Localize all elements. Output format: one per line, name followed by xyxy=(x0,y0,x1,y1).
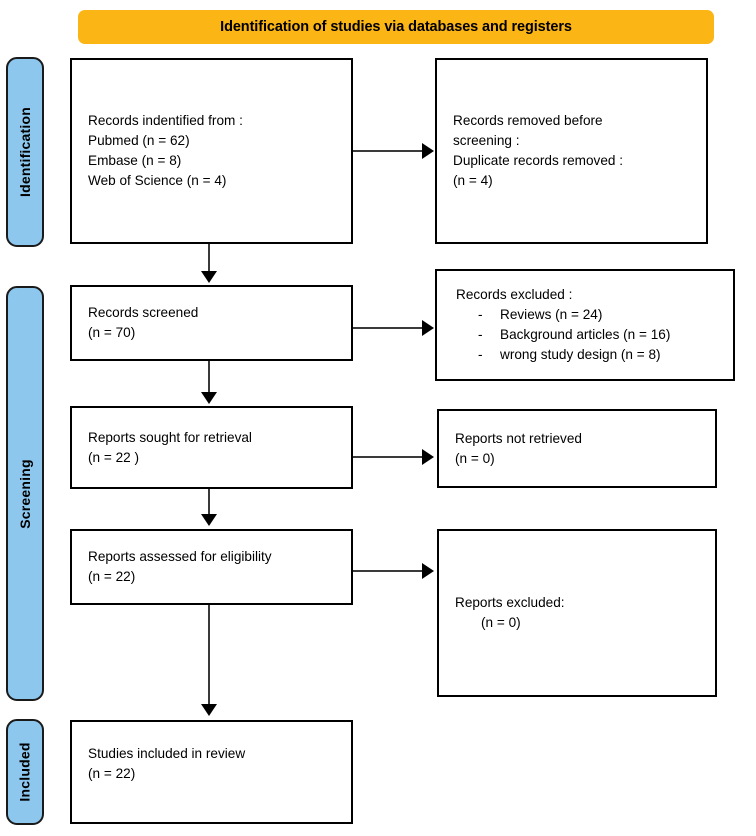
arrow-head-down-icon xyxy=(201,392,217,404)
stage-tab-included-label: Included xyxy=(17,742,34,802)
reports-assessed-line-2: (n = 22) xyxy=(88,569,136,584)
records-excluded-heading: Records excluded : xyxy=(456,287,573,303)
diagram-header-banner: Identification of studies via databases … xyxy=(78,10,714,44)
box-reports-not-retrieved: Reports not retrieved (n = 0) xyxy=(437,409,717,488)
diagram-title: Identification of studies via databases … xyxy=(220,19,572,35)
connector-line xyxy=(208,244,211,277)
records-identified-line-2: Pubmed (n = 62) xyxy=(88,133,190,149)
box-reports-not-retrieved-body: Reports not retrieved (n = 0) xyxy=(439,429,715,469)
box-records-excluded: Records excluded : - Reviews (n = 24) - … xyxy=(435,269,735,381)
list-item-label: Background articles (n = 16) xyxy=(500,327,671,342)
records-identified-line-1: Records indentified from : xyxy=(88,113,243,129)
stage-tab-identification: Identification xyxy=(6,57,44,247)
arrow-head-down-icon xyxy=(201,514,217,526)
reports-not-retrieved-line-1: Reports not retrieved xyxy=(455,430,582,446)
studies-included-line-2: (n = 22) xyxy=(88,766,136,781)
box-studies-included: Studies included in review (n = 22) xyxy=(70,720,353,824)
connector-line xyxy=(353,570,423,573)
box-studies-included-body: Studies included in review (n = 22) xyxy=(72,744,351,784)
arrow-head-down-icon xyxy=(201,271,217,283)
box-reports-assessed: Reports assessed for eligibility (n = 22… xyxy=(70,529,353,605)
list-item: - Background articles (n = 16) xyxy=(456,325,733,345)
arrow-head-right-icon xyxy=(422,563,434,579)
records-screened-line-1: Records screened xyxy=(88,305,199,321)
stage-tab-screening-label: Screening xyxy=(17,458,33,529)
records-removed-line-1: Records removed before xyxy=(453,113,603,129)
records-excluded-list: - Reviews (n = 24) - Background articles… xyxy=(456,305,733,365)
reports-assessed-line-1: Reports assessed for eligibility xyxy=(88,549,272,565)
records-removed-line-2: screening : xyxy=(453,133,520,149)
box-reports-excluded-body: Reports excluded: (n = 0) xyxy=(439,593,715,633)
arrow-head-down-icon xyxy=(201,704,217,716)
records-identified-line-4: Web of Science (n = 4) xyxy=(88,172,227,188)
arrow-head-right-icon xyxy=(422,449,434,465)
records-removed-line-3: Duplicate records removed : xyxy=(453,153,623,168)
reports-excluded-line-1: Reports excluded: xyxy=(455,595,565,611)
list-item: - wrong study design (n = 8) xyxy=(456,345,733,365)
stage-tab-identification-label: Identification xyxy=(17,107,34,197)
box-records-removed: Records removed before screening : Dupli… xyxy=(435,58,708,244)
reports-excluded-line-2: (n = 0) xyxy=(481,615,521,630)
box-reports-excluded: Reports excluded: (n = 0) xyxy=(437,529,717,697)
connector-line xyxy=(353,456,423,459)
stage-tab-included: Included xyxy=(6,719,44,825)
box-reports-sought-body: Reports sought for retrieval (n = 22 ) xyxy=(72,428,351,468)
studies-included-line-1: Studies included in review xyxy=(88,746,246,762)
stage-tab-screening: Screening xyxy=(6,286,44,701)
box-reports-assessed-body: Reports assessed for eligibility (n = 22… xyxy=(72,547,351,587)
dash-bullet-icon: - xyxy=(478,346,483,362)
reports-not-retrieved-line-2: (n = 0) xyxy=(455,450,495,466)
dash-bullet-icon: - xyxy=(478,327,483,342)
box-records-identified-body: Records indentified from : Pubmed (n = 6… xyxy=(72,111,351,191)
box-records-excluded-body: Records excluded : - Reviews (n = 24) - … xyxy=(437,285,733,365)
list-item-label: Reviews (n = 24) xyxy=(500,307,603,323)
dash-bullet-icon: - xyxy=(478,307,483,323)
arrow-head-right-icon xyxy=(422,320,434,336)
connector-line xyxy=(353,327,423,330)
connector-line xyxy=(208,361,211,398)
records-removed-line-4: (n = 4) xyxy=(453,172,493,188)
records-screened-line-2: (n = 70) xyxy=(88,325,136,340)
list-item: - Reviews (n = 24) xyxy=(456,305,733,325)
box-reports-sought: Reports sought for retrieval (n = 22 ) xyxy=(70,406,353,489)
records-identified-line-3: Embase (n = 8) xyxy=(88,153,182,168)
connector-line xyxy=(208,605,211,710)
box-records-screened: Records screened (n = 70) xyxy=(70,285,353,361)
reports-sought-line-2: (n = 22 ) xyxy=(88,449,140,465)
connector-line xyxy=(208,489,211,520)
reports-sought-line-1: Reports sought for retrieval xyxy=(88,429,252,445)
box-records-screened-body: Records screened (n = 70) xyxy=(72,303,351,343)
connector-line xyxy=(353,150,423,153)
arrow-head-right-icon xyxy=(422,143,434,159)
list-item-label: wrong study design (n = 8) xyxy=(500,346,661,362)
box-records-identified: Records indentified from : Pubmed (n = 6… xyxy=(70,58,353,244)
box-records-removed-body: Records removed before screening : Dupli… xyxy=(437,111,706,191)
